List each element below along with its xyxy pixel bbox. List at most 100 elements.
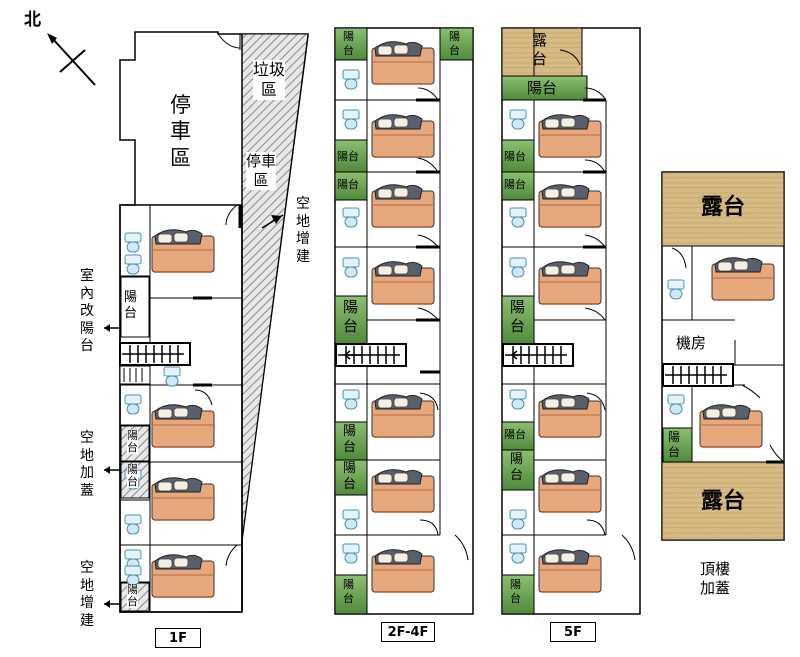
b5b-1: 陽 xyxy=(504,178,515,191)
annot-l-char-4: 建 xyxy=(80,612,94,629)
garbage-line-1: 垃圾 xyxy=(253,60,286,79)
annot-ib-char-4: 陽 xyxy=(80,320,94,337)
balcony-2f-h: 陽台 xyxy=(343,578,354,606)
b2a-1: 陽 xyxy=(343,30,354,43)
balcony-1f-small-label-3: 陽 台 xyxy=(127,583,138,609)
balcony-1f-small2-char-1: 陽 xyxy=(127,463,138,476)
balcony-5f-e: 陽台 xyxy=(510,452,523,485)
garbage-area-label: 垃圾 區 xyxy=(253,60,286,100)
balcony-1f-small3-char-2: 台 xyxy=(127,595,138,609)
t5-2: 台 xyxy=(532,49,548,68)
b2g-2: 台 xyxy=(343,477,357,493)
annot-l-char-1: 空 xyxy=(80,560,94,576)
balcony-5f-a: 陽台 xyxy=(504,150,526,164)
annot-ib-char-2: 內 xyxy=(80,285,94,302)
b2c-2: 台 xyxy=(348,150,359,163)
floor-2f-4f xyxy=(334,27,474,615)
b2g-1: 陽 xyxy=(343,461,357,476)
terrace-bottom-label: 露台 xyxy=(700,489,745,514)
balcony-2f-b: 陽台 xyxy=(449,30,460,58)
terrace-5f-label: 露台 xyxy=(532,31,547,69)
annot-va-char-2: 地 xyxy=(80,447,94,464)
machine-room-label: 機房 xyxy=(676,334,707,352)
north-arrow-icon xyxy=(47,33,96,86)
balcony-1f-small2-char-2: 台 xyxy=(127,475,138,489)
ra-1: 頂樓 xyxy=(700,560,731,578)
b5c-2: 台 xyxy=(510,316,526,335)
b5f-2: 台 xyxy=(510,591,521,605)
vacant-expansion-right-label: 空 地 增 建 xyxy=(296,196,310,266)
vacant-addition-label: 空 地 加 蓋 xyxy=(80,430,94,500)
floor-5f xyxy=(501,27,641,615)
balcony-2f-g: 陽台 xyxy=(343,461,356,494)
b2c-1: 陽 xyxy=(337,150,348,163)
balcony-1f-label: 陽 台 xyxy=(124,290,137,323)
b5a-1: 陽 xyxy=(504,150,515,163)
annot-va-char-3: 加 xyxy=(80,465,94,481)
parking2-line-2: 區 xyxy=(253,170,269,189)
b2e-1: 陽 xyxy=(343,298,359,316)
balcony-1f-small-label: 陽 台 xyxy=(127,429,138,455)
annot-r-char-1: 空 xyxy=(296,196,310,212)
balcony-1f-small-char-2: 台 xyxy=(127,441,138,455)
annot-ib-char-1: 室 xyxy=(80,268,94,284)
balcony-2f-a: 陽台 xyxy=(343,30,354,58)
balcony-5f-d: 陽台 xyxy=(504,428,526,442)
balcony-2f-d: 陽台 xyxy=(337,178,359,192)
annot-r-char-4: 建 xyxy=(296,248,310,265)
b2a-2: 台 xyxy=(343,43,354,57)
indoor-balcony-label: 室 內 改 陽 台 xyxy=(80,268,94,356)
annot-ib-char-5: 台 xyxy=(80,338,94,354)
balcony-1f-char-2: 台 xyxy=(124,306,138,322)
garbage-line-2: 區 xyxy=(261,80,278,99)
b2e-2: 台 xyxy=(343,316,359,335)
balcony-1f-small-label-2: 陽 台 xyxy=(127,463,138,489)
b2d-2: 台 xyxy=(348,178,359,191)
balcony-5f-c: 陽台 xyxy=(510,298,525,336)
b2f-1: 陽 xyxy=(343,424,357,439)
balcony-2f-f: 陽台 xyxy=(343,424,356,457)
floor-rooftop xyxy=(661,171,785,541)
b5c-1: 陽 xyxy=(510,298,526,316)
vacant-expansion-left-label: 空 地 增 建 xyxy=(80,560,94,630)
floor-2f-4f-label: 2F-4F xyxy=(381,622,435,642)
annot-l-char-2: 地 xyxy=(80,577,94,594)
parking-char-2: 車 xyxy=(170,119,191,144)
annot-l-char-3: 增 xyxy=(80,595,94,611)
balcony-5f-wide-label: 陽台 xyxy=(527,79,558,97)
parking-char-3: 區 xyxy=(170,145,191,170)
rooftop-addition-label: 頂樓 加蓋 xyxy=(700,560,730,598)
balcony-1f-char-1: 陽 xyxy=(124,290,138,305)
b2f-2: 台 xyxy=(343,440,357,456)
annot-va-char-1: 空 xyxy=(80,430,94,446)
annot-ib-char-3: 改 xyxy=(80,303,94,319)
b5d-1: 陽 xyxy=(504,428,515,441)
b5f-1: 陽 xyxy=(510,578,521,591)
floor-1f-label: 1F xyxy=(155,628,201,648)
t5-1: 露 xyxy=(532,31,548,49)
parking-area-label: 停 車 區 xyxy=(170,92,191,171)
br-1: 陽 xyxy=(668,430,681,444)
balcony-2f-c: 陽台 xyxy=(337,150,359,164)
north-label: 北 xyxy=(24,10,41,30)
b2b-1: 陽 xyxy=(449,30,460,43)
balcony-rooftop-label: 陽台 xyxy=(668,430,680,460)
balcony-2f-e: 陽台 xyxy=(343,298,358,336)
parking-char-1: 停 xyxy=(170,93,191,117)
b5d-2: 台 xyxy=(515,428,526,441)
parking2-line-1: 停車 xyxy=(246,152,277,170)
b2h-2: 台 xyxy=(343,591,354,605)
br-2: 台 xyxy=(668,445,681,459)
ra-2: 加蓋 xyxy=(700,578,731,597)
annot-r-char-2: 地 xyxy=(296,213,310,230)
balcony-1f-small3-char-1: 陽 xyxy=(127,583,138,596)
annot-va-char-4: 蓋 xyxy=(80,482,94,499)
balcony-1f-small-char-1: 陽 xyxy=(127,429,138,442)
b5e-2: 台 xyxy=(510,468,524,484)
b5a-2: 台 xyxy=(515,150,526,163)
b2h-1: 陽 xyxy=(343,578,354,591)
b2d-1: 陽 xyxy=(337,178,348,191)
b2b-2: 台 xyxy=(449,43,460,57)
b5b-2: 台 xyxy=(515,178,526,191)
